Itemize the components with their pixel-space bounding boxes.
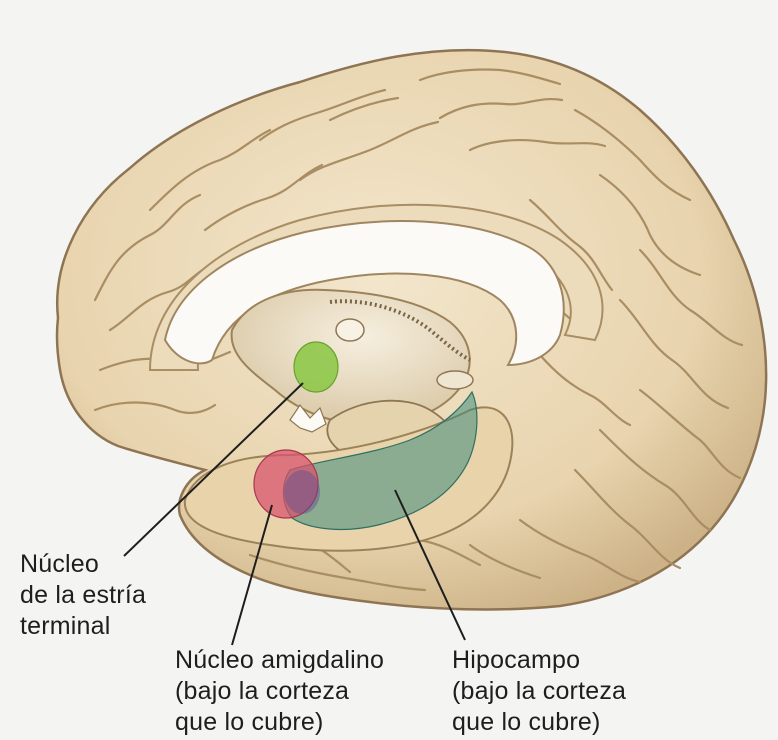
anterior-commissure <box>336 319 364 341</box>
amygdala-overlap <box>284 470 320 514</box>
label-bed-nucleus-line-3: terminal <box>20 611 146 642</box>
label-bed-nucleus: Núcleo de la estría terminal <box>20 549 146 642</box>
label-hippocampus-line-1: Hipocampo <box>452 645 626 676</box>
label-hippocampus-line-3: que lo cubre) <box>452 707 626 738</box>
label-amygdala-line-1: Núcleo amigdalino <box>175 645 384 676</box>
label-hippocampus-line-2: (bajo la corteza <box>452 676 626 707</box>
label-amygdala-line-3: que lo cubre) <box>175 707 384 738</box>
pineal-region <box>437 371 473 389</box>
label-bed-nucleus-line-1: Núcleo <box>20 549 146 580</box>
label-amygdala: Núcleo amigdalino (bajo la corteza que l… <box>175 645 384 738</box>
label-amygdala-line-2: (bajo la corteza <box>175 676 384 707</box>
label-hippocampus: Hipocampo (bajo la corteza que lo cubre) <box>452 645 626 738</box>
label-bed-nucleus-line-2: de la estría <box>20 580 146 611</box>
